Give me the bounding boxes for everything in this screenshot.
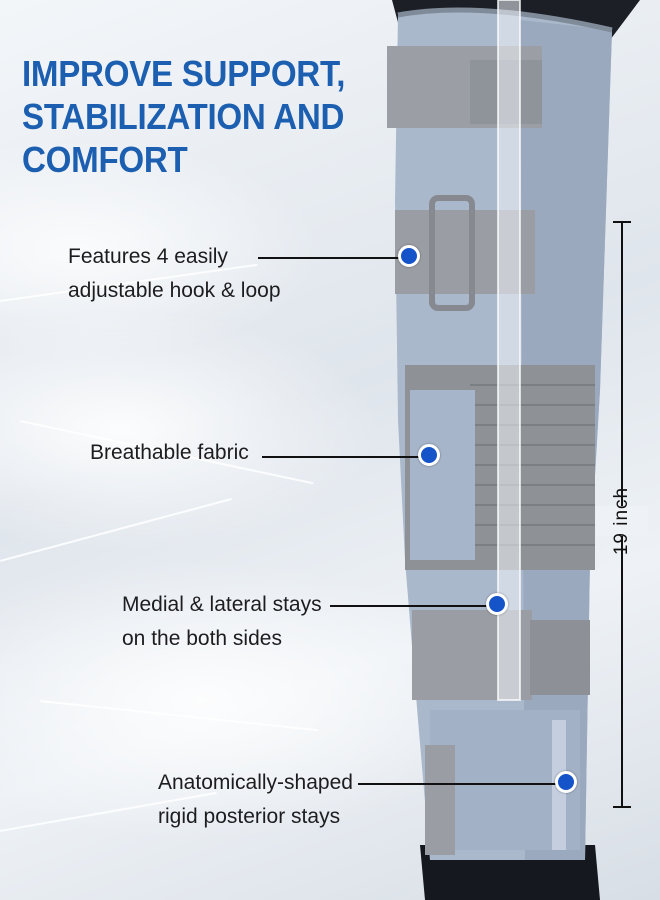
feature-4-line-1: Anatomically-shaped bbox=[158, 771, 353, 794]
feature-3-line-1: Medial & lateral stays bbox=[122, 593, 322, 616]
dimension-cap-top bbox=[613, 221, 631, 223]
knee-patch bbox=[410, 390, 475, 560]
feature-1-line-2: adjustable hook & loop bbox=[68, 279, 281, 302]
feature-1-line-1: Features 4 easily bbox=[68, 245, 228, 268]
headline-line-3: COMFORT bbox=[22, 139, 188, 181]
strap-3-end bbox=[530, 620, 590, 695]
feature-1-leader-line bbox=[258, 257, 406, 259]
feature-3-marker bbox=[486, 593, 508, 615]
feature-4-marker bbox=[555, 771, 577, 793]
feature-breathable-label: Breathable fabric bbox=[90, 436, 249, 470]
strap-4-lower bbox=[425, 745, 455, 855]
feature-stays-label: Medial & lateral stays on the both sides bbox=[122, 588, 322, 656]
feature-3-leader-line bbox=[330, 605, 492, 607]
brace-edge bbox=[397, 7, 613, 33]
headline-line-1: IMPROVE SUPPORT, bbox=[22, 53, 346, 94]
feature-1-marker bbox=[398, 245, 420, 267]
dimension-label: 19 inch bbox=[596, 487, 648, 555]
feature-2-line-1: Breathable fabric bbox=[90, 441, 249, 464]
strap-2-buckle bbox=[429, 195, 475, 311]
dimension-cap-bottom bbox=[613, 806, 631, 808]
elastic-ribs bbox=[470, 384, 595, 546]
feature-2-marker bbox=[418, 444, 440, 466]
feature-4-line-2: rigid posterior stays bbox=[158, 805, 341, 828]
feature-hook-loop-label: Features 4 easily adjustable hook & loop bbox=[68, 240, 281, 308]
feature-3-line-2: on the both sides bbox=[122, 627, 282, 650]
feature-4-leader-line bbox=[358, 783, 556, 785]
feature-2-leader-line bbox=[262, 456, 426, 458]
feature-posterior-label: Anatomically-shaped rigid posterior stay… bbox=[158, 766, 353, 834]
dimension-text: 19 inch bbox=[611, 486, 632, 556]
metal-stay bbox=[497, 0, 521, 701]
headline-line-2: STABILIZATION AND bbox=[22, 96, 345, 138]
headline: IMPROVE SUPPORT, STABILIZATION AND COMFO… bbox=[22, 52, 345, 182]
